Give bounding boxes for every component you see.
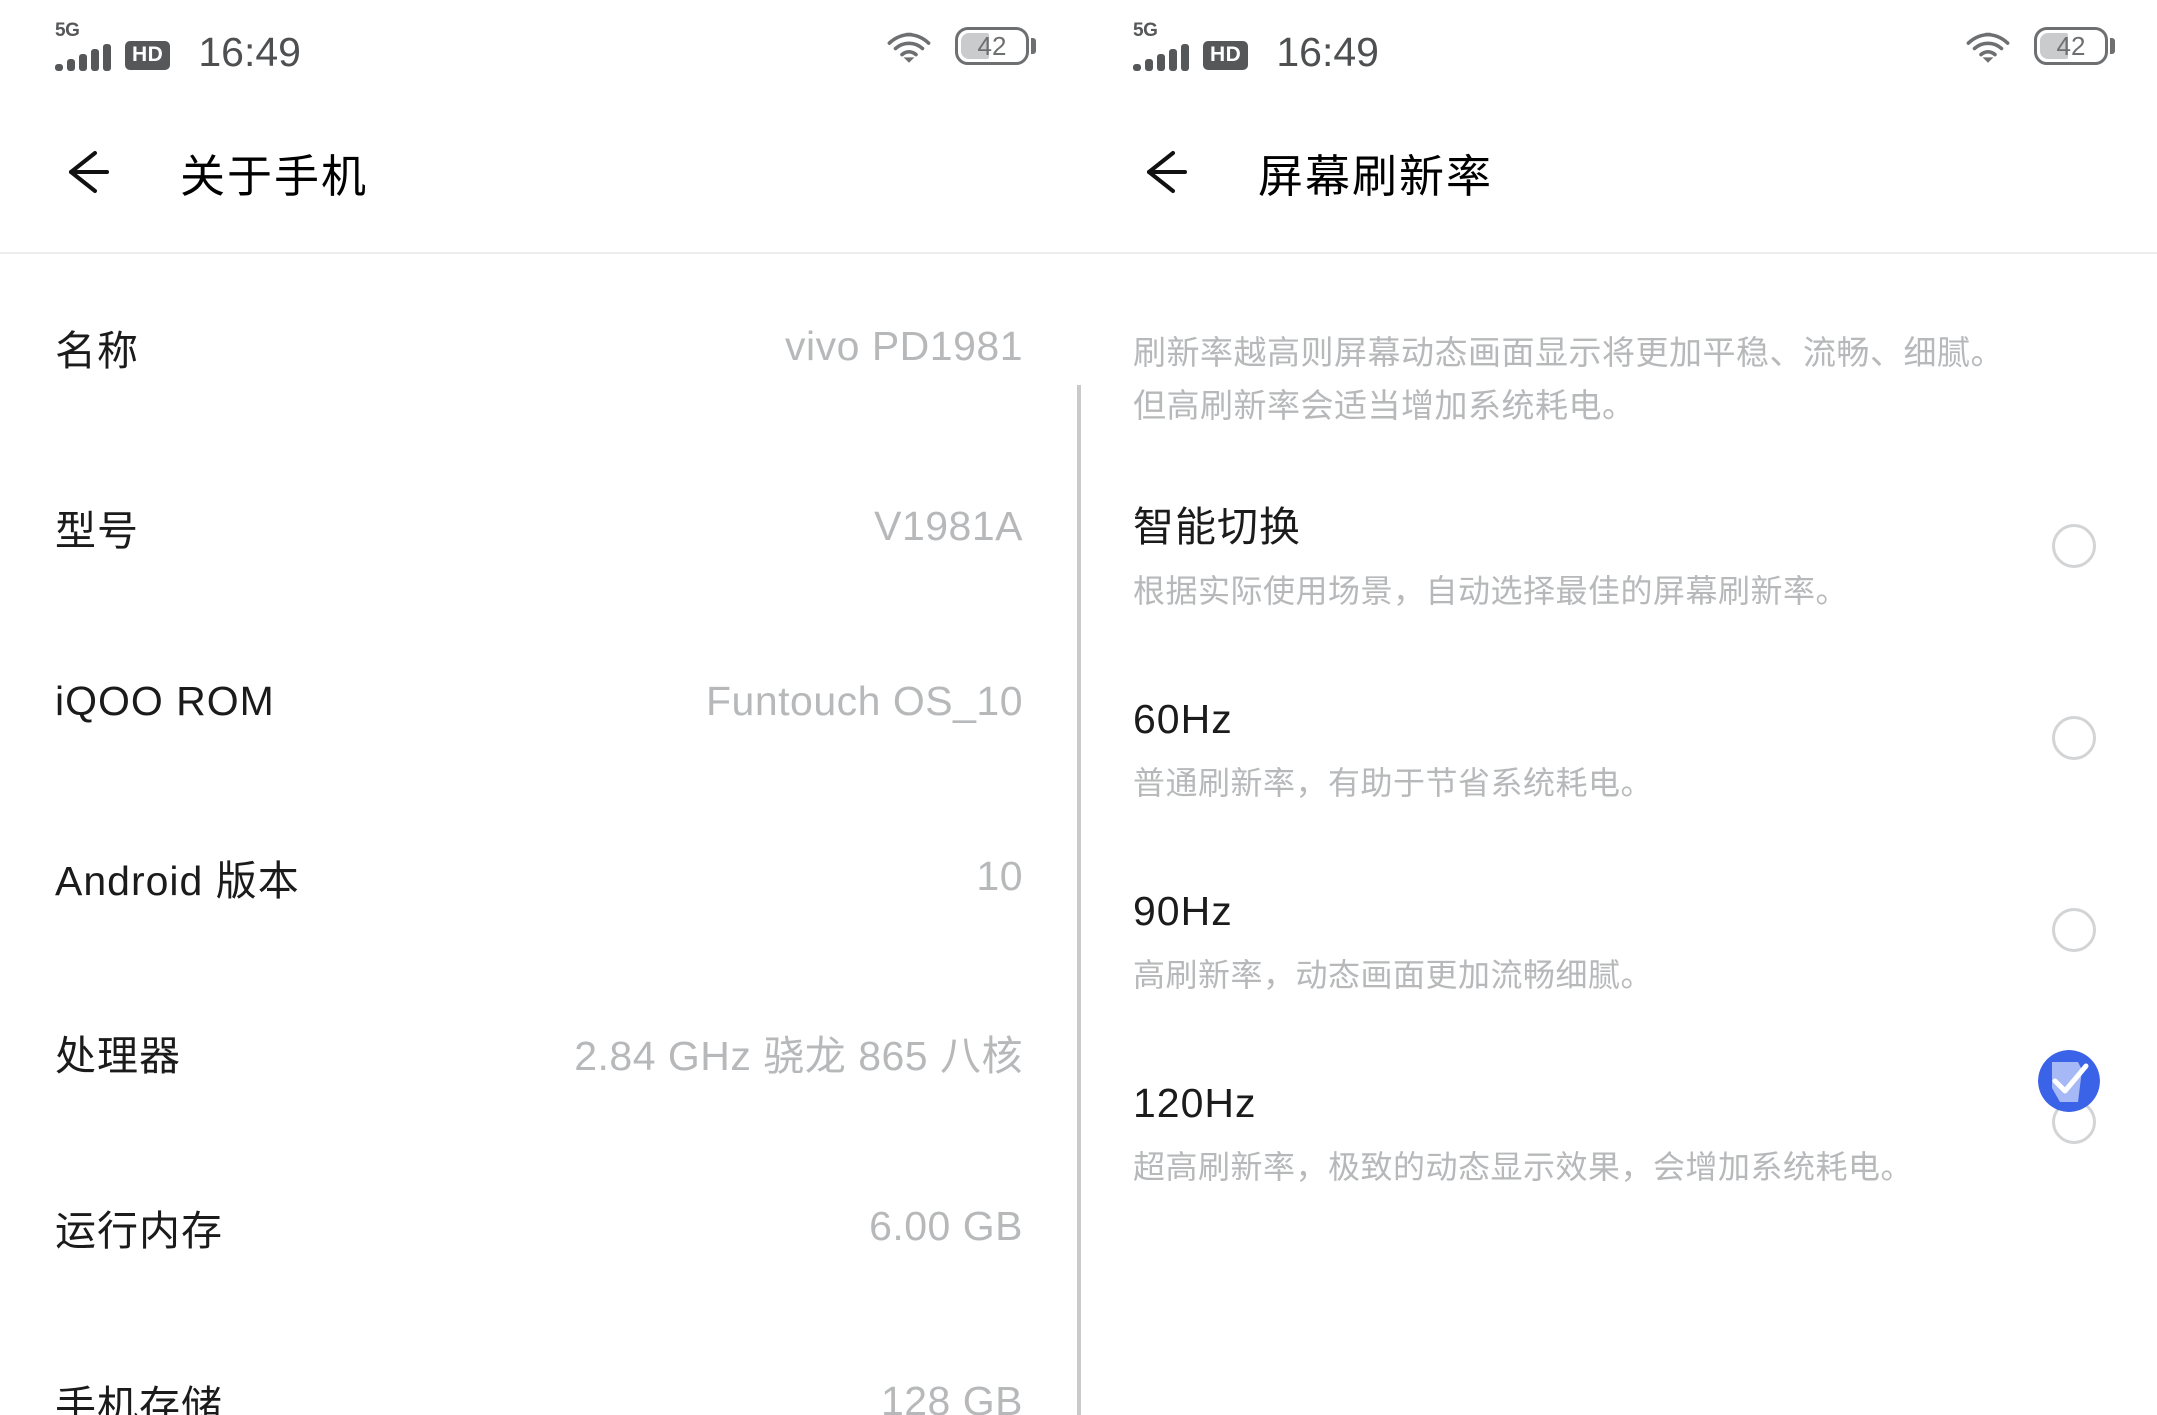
option-title: 120Hz xyxy=(1133,1080,1257,1126)
battery-fill xyxy=(961,33,989,59)
description-line-1: 刷新率越高则屏幕动态画面显示将更加平稳、流畅、细腻。 xyxy=(1133,334,2004,371)
about-phone-panel: 5G HD 16:49 42 xyxy=(0,0,1078,1415)
info-value: 2.84 GHz 骁龙 865 八核 xyxy=(574,1032,1023,1079)
table-row[interactable]: 型号 V1981A xyxy=(55,439,1023,614)
radio-slot xyxy=(2052,694,2102,760)
battery-icon: 42 xyxy=(955,27,1036,65)
status-bar-clock: 16:49 xyxy=(1276,29,1379,75)
table-row[interactable]: 运行内存 6.00 GB xyxy=(55,1139,1023,1314)
status-bar-right-icons: 42 xyxy=(1964,27,2115,65)
info-label: 运行内存 xyxy=(55,1207,223,1254)
blue-check-badge-icon[interactable] xyxy=(2038,1050,2100,1112)
option-texts: 智能切换 根据实际使用场景，自动选择最佳的屏幕刷新率。 xyxy=(1133,502,1848,616)
header-separator xyxy=(0,252,1078,254)
option-texts: 120Hz 超高刷新率，极致的动态显示效果，会增加系统耗电。 xyxy=(1133,1078,1913,1192)
table-row[interactable]: 名称 vivo PD1981 xyxy=(55,254,1023,439)
header-separator xyxy=(1078,252,2157,254)
radio-button-smart-switch[interactable] xyxy=(2052,524,2096,568)
back-arrow-icon[interactable] xyxy=(1133,141,1195,203)
status-bar-left: 5G HD 16:49 42 xyxy=(0,0,1078,92)
status-bar-clock: 16:49 xyxy=(198,29,301,75)
hd-call-icon: HD xyxy=(1203,41,1249,70)
radio-button-90hz[interactable] xyxy=(2052,908,2096,952)
info-label: 型号 xyxy=(55,507,139,554)
info-value: 6.00 GB xyxy=(869,1203,1023,1249)
panel-divider xyxy=(1077,385,1081,1415)
battery-percent-label: 42 xyxy=(2056,31,2086,61)
refresh-rate-panel: 5G HD 16:49 42 xyxy=(1078,0,2157,1415)
status-bar-right-icons: 42 xyxy=(885,27,1036,65)
option-title: 智能切换 xyxy=(1133,504,1301,550)
signal-bars-icon: 5G xyxy=(55,21,111,71)
wifi-icon xyxy=(887,32,931,63)
info-label: 处理器 xyxy=(55,1032,181,1079)
option-60hz[interactable]: 60Hz 普通刷新率，有助于节省系统耗电。 xyxy=(1133,652,2102,844)
page-title: 关于手机 xyxy=(180,150,369,202)
radio-slot xyxy=(2052,886,2102,952)
battery-percent-label: 42 xyxy=(977,31,1007,61)
info-value: vivo PD1981 xyxy=(785,323,1023,369)
battery-fill xyxy=(2040,33,2068,59)
info-label: 手机存储 xyxy=(55,1382,223,1415)
hd-call-icon: HD xyxy=(125,41,171,70)
option-subtitle: 普通刷新率，有助于节省系统耗电。 xyxy=(1133,765,1654,801)
network-type-label: 5G xyxy=(55,20,80,41)
battery-body: 42 xyxy=(2034,27,2108,65)
device-info-list: 名称 vivo PD1981 型号 V1981A iQOO ROM Funtou… xyxy=(0,254,1078,1415)
option-title: 60Hz xyxy=(1133,696,1233,742)
about-phone-title-bar: 关于手机 xyxy=(0,92,1078,252)
description-line-2: 但高刷新率会适当增加系统耗电。 xyxy=(1133,387,1636,424)
option-subtitle: 超高刷新率，极致的动态显示效果，会增加系统耗电。 xyxy=(1133,1149,1914,1185)
refresh-rate-options: 智能切换 根据实际使用场景，自动选择最佳的屏幕刷新率。 60Hz 普通刷新率，有… xyxy=(1078,494,2157,1228)
status-bar-right: 5G HD 16:49 42 xyxy=(1078,0,2157,92)
info-label: 名称 xyxy=(55,327,139,374)
signal-bars-icon: 5G xyxy=(1133,21,1189,71)
option-texts: 90Hz 高刷新率，动态画面更加流畅细腻。 xyxy=(1133,886,1653,1000)
option-subtitle: 根据实际使用场景，自动选择最佳的屏幕刷新率。 xyxy=(1133,573,1849,609)
signal-strength-bars xyxy=(1133,44,1189,71)
table-row[interactable]: 处理器 2.84 GHz 骁龙 865 八核 xyxy=(55,964,1023,1139)
table-row[interactable]: iQOO ROM Funtouch OS_10 xyxy=(55,614,1023,789)
wifi-icon xyxy=(1966,32,2010,63)
battery-icon: 42 xyxy=(2034,27,2115,65)
page-title: 屏幕刷新率 xyxy=(1258,150,1494,202)
table-row[interactable]: 手机存储 128 GB xyxy=(55,1314,1023,1415)
info-value: 10 xyxy=(976,853,1023,899)
status-bar-left-icons: 5G HD 16:49 xyxy=(55,21,301,75)
info-label: iQOO ROM xyxy=(55,678,275,724)
option-smart-switch[interactable]: 智能切换 根据实际使用场景，自动选择最佳的屏幕刷新率。 xyxy=(1133,494,2102,652)
option-texts: 60Hz 普通刷新率，有助于节省系统耗电。 xyxy=(1133,694,1653,808)
refresh-rate-description: 刷新率越高则屏幕动态画面显示将更加平稳、流畅、细腻。 但高刷新率会适当增加系统耗… xyxy=(1078,254,2157,432)
signal-strength-bars xyxy=(55,44,111,71)
option-90hz[interactable]: 90Hz 高刷新率，动态画面更加流畅细腻。 xyxy=(1133,844,2102,1036)
info-value: V1981A xyxy=(874,503,1023,549)
radio-button-60hz[interactable] xyxy=(2052,716,2096,760)
info-value: Funtouch OS_10 xyxy=(706,678,1023,724)
refresh-rate-title-bar: 屏幕刷新率 xyxy=(1078,92,2157,252)
battery-cap xyxy=(1031,38,1036,54)
battery-body: 42 xyxy=(955,27,1029,65)
option-title: 90Hz xyxy=(1133,888,1233,934)
info-value: 128 GB xyxy=(880,1378,1023,1415)
option-subtitle: 高刷新率，动态画面更加流畅细腻。 xyxy=(1133,957,1654,993)
info-label: Android 版本 xyxy=(55,857,300,904)
network-type-label: 5G xyxy=(1133,20,1158,41)
radio-slot xyxy=(2052,502,2102,568)
battery-cap xyxy=(2110,38,2115,54)
back-arrow-icon[interactable] xyxy=(55,141,117,203)
option-120hz[interactable]: 120Hz 超高刷新率，极致的动态显示效果，会增加系统耗电。 xyxy=(1133,1036,2102,1228)
table-row[interactable]: Android 版本 10 xyxy=(55,789,1023,964)
status-bar-left-icons: 5G HD 16:49 xyxy=(1133,21,1379,75)
